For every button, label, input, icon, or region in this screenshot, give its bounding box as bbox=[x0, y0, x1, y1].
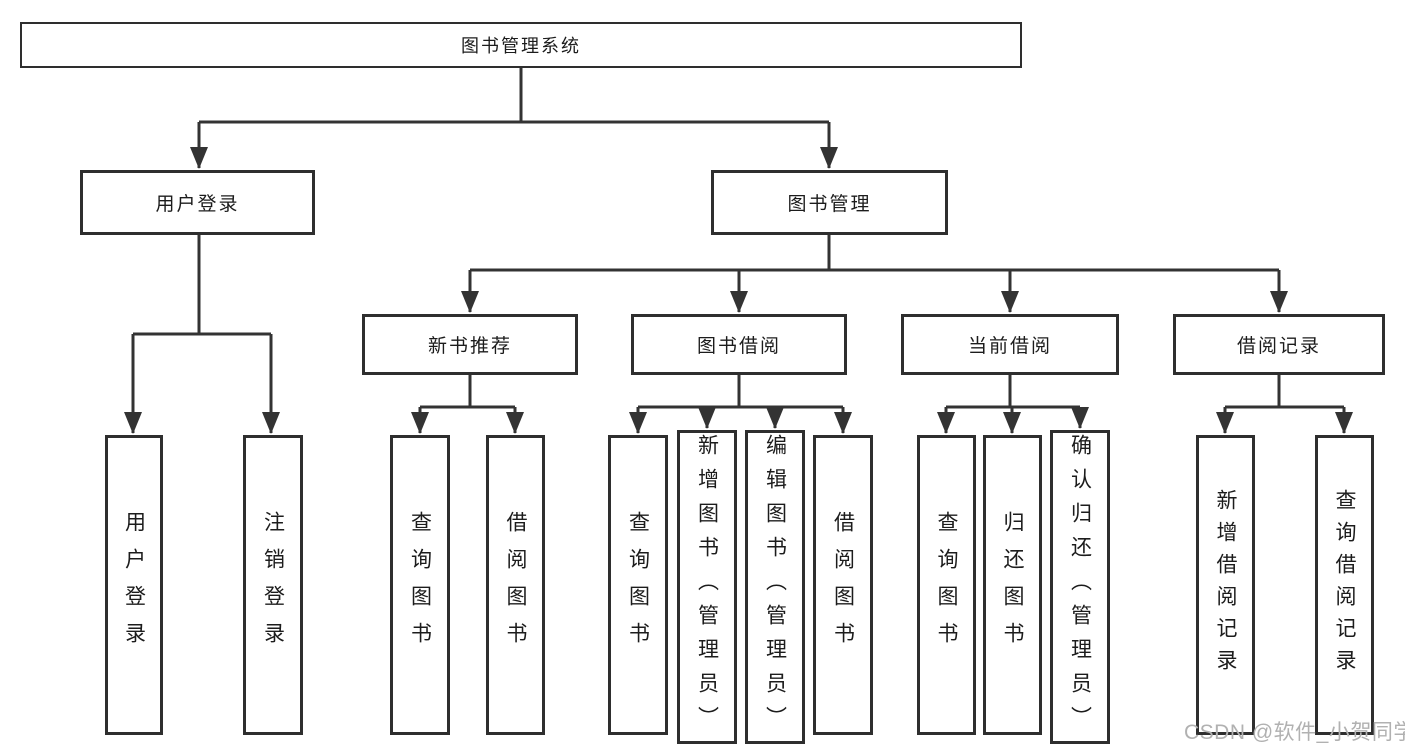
leaf-br-query-record-label: 查询借阅记录 bbox=[1333, 489, 1356, 681]
node-borrow-records-label: 借阅记录 bbox=[1236, 336, 1321, 357]
leaf-nb-borrow-books: 借阅图书 bbox=[486, 435, 545, 735]
leaf-cb-confirm-return-admin-label: 确认归还（管理员） bbox=[1068, 434, 1092, 740]
node-book-mgmt: 图书管理 bbox=[711, 170, 948, 235]
csdn-watermark: CSDN @软件_小贺同学 bbox=[1184, 721, 1405, 744]
leaf-bb-add-books-admin: 新增图书（管理员） bbox=[677, 430, 737, 744]
leaf-cb-confirm-return-admin: 确认归还（管理员） bbox=[1050, 430, 1110, 744]
leaf-user-login-label: 用户登录 bbox=[122, 511, 146, 659]
leaf-nb-query-books: 查询图书 bbox=[390, 435, 450, 735]
leaf-cb-query-books-label: 查询图书 bbox=[935, 511, 958, 659]
leaf-cb-query-books: 查询图书 bbox=[917, 435, 976, 735]
node-user-login: 用户登录 bbox=[80, 170, 315, 235]
node-current-borrow-label: 当前借阅 bbox=[967, 336, 1052, 357]
leaf-br-add-record-label: 新增借阅记录 bbox=[1214, 489, 1237, 681]
leaf-logout: 注销登录 bbox=[243, 435, 303, 735]
leaf-logout-label: 注销登录 bbox=[261, 511, 285, 659]
node-root: 图书管理系统 bbox=[20, 22, 1022, 68]
node-book-mgmt-label: 图书管理 bbox=[787, 194, 872, 215]
leaf-nb-borrow-books-label: 借阅图书 bbox=[504, 511, 527, 659]
leaf-bb-query-books-label: 查询图书 bbox=[626, 511, 650, 659]
node-new-books: 新书推荐 bbox=[362, 314, 578, 375]
leaf-cb-return-books-label: 归还图书 bbox=[1001, 511, 1024, 659]
node-book-borrow: 图书借阅 bbox=[631, 314, 847, 375]
leaf-bb-borrow-books: 借阅图书 bbox=[813, 435, 873, 735]
leaf-cb-return-books: 归还图书 bbox=[983, 435, 1042, 735]
leaf-br-query-record: 查询借阅记录 bbox=[1315, 435, 1374, 735]
node-current-borrow: 当前借阅 bbox=[901, 314, 1119, 375]
leaf-bb-borrow-books-label: 借阅图书 bbox=[831, 511, 855, 659]
leaf-nb-query-books-label: 查询图书 bbox=[408, 511, 432, 659]
node-book-borrow-label: 图书借阅 bbox=[696, 336, 781, 357]
node-new-books-label: 新书推荐 bbox=[427, 336, 512, 357]
leaf-user-login: 用户登录 bbox=[105, 435, 163, 735]
leaf-bb-edit-books-admin-label: 编辑图书（管理员） bbox=[763, 434, 787, 740]
leaf-br-add-record: 新增借阅记录 bbox=[1196, 435, 1255, 735]
leaf-bb-query-books: 查询图书 bbox=[608, 435, 668, 735]
leaf-bb-edit-books-admin: 编辑图书（管理员） bbox=[745, 430, 805, 744]
tree-branch-lines bbox=[133, 68, 1344, 409]
node-root-label: 图书管理系统 bbox=[461, 36, 581, 56]
node-user-login-label: 用户登录 bbox=[155, 194, 240, 215]
node-borrow-records: 借阅记录 bbox=[1173, 314, 1385, 375]
leaf-bb-add-books-admin-label: 新增图书（管理员） bbox=[695, 434, 719, 740]
